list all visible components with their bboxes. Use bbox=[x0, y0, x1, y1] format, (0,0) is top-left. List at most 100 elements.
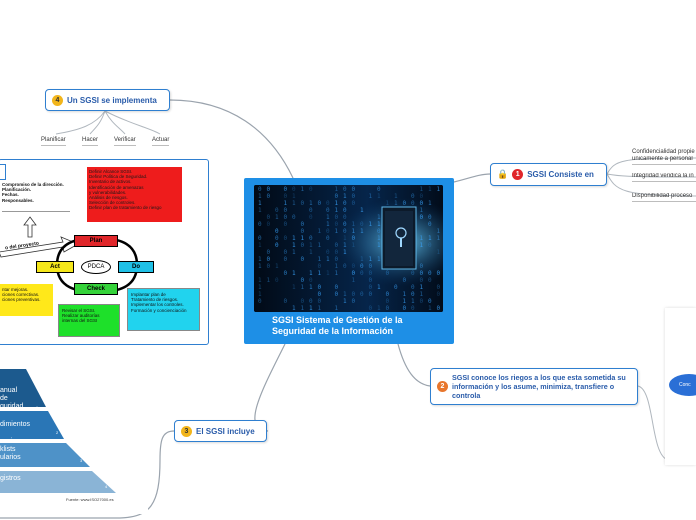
svg-text:1: 1 bbox=[437, 186, 441, 193]
svg-text:1: 1 bbox=[394, 200, 398, 207]
svg-text:0: 0 bbox=[284, 235, 288, 242]
svg-text:1: 1 bbox=[335, 263, 339, 270]
topic-consiste[interactable]: 🔒 1 SGSI Consiste en bbox=[490, 163, 607, 186]
svg-text:1: 1 bbox=[335, 270, 339, 277]
svg-text:1: 1 bbox=[411, 298, 415, 305]
svg-text:0: 0 bbox=[275, 242, 279, 249]
svg-text:0: 0 bbox=[369, 284, 373, 291]
svg-text:0: 0 bbox=[335, 291, 339, 298]
right-panel-image: Conc bbox=[665, 308, 696, 465]
svg-text:0: 0 bbox=[318, 263, 322, 270]
svg-text:1: 1 bbox=[420, 235, 424, 242]
svg-text:0: 0 bbox=[352, 298, 356, 305]
svg-text:1: 1 bbox=[437, 235, 441, 242]
svg-text:1: 1 bbox=[428, 186, 432, 193]
svg-text:0: 0 bbox=[403, 305, 407, 312]
svg-text:0: 0 bbox=[437, 305, 441, 312]
svg-text:1: 1 bbox=[326, 221, 330, 228]
svg-text:0: 0 bbox=[386, 270, 390, 277]
pdca-green-note: Revisar el SGSI. Realizar auditorías int… bbox=[58, 304, 120, 337]
svg-text:1: 1 bbox=[292, 305, 296, 312]
svg-text:0: 0 bbox=[360, 221, 364, 228]
svg-text:0: 0 bbox=[309, 298, 313, 305]
svg-text:0: 0 bbox=[326, 200, 330, 207]
svg-text:1: 1 bbox=[352, 221, 356, 228]
svg-text:0: 0 bbox=[309, 235, 313, 242]
svg-text:0: 0 bbox=[411, 291, 415, 298]
svg-text:0: 0 bbox=[360, 270, 364, 277]
svg-text:1: 1 bbox=[318, 256, 322, 263]
svg-text:0: 0 bbox=[352, 270, 356, 277]
svg-text:1: 1 bbox=[377, 305, 381, 312]
svg-text:0: 0 bbox=[420, 200, 424, 207]
pdca-red-note: Definir Alcance SGSI. Definir Política d… bbox=[87, 167, 182, 222]
svg-text:0: 0 bbox=[377, 186, 381, 193]
pyramid-num-4: 4 bbox=[105, 484, 108, 489]
topic-label: SGSI conoce los riegos a los que esta so… bbox=[452, 373, 626, 400]
subtopic-confidencialidad[interactable]: Confidencialidad propie bbox=[632, 149, 695, 155]
pdca-top-left-note: Compromiso de la dirección. Planificació… bbox=[2, 182, 64, 203]
topic-riesgos[interactable]: 2 SGSI conoce los riegos a los que esta … bbox=[430, 368, 638, 405]
svg-text:0: 0 bbox=[258, 235, 262, 242]
svg-text:0: 0 bbox=[343, 228, 347, 235]
pdca-cyan-note: Implantar plan de Tratamiento de riesgos… bbox=[127, 288, 200, 331]
pyramid-num-3: 3 bbox=[80, 458, 83, 463]
svg-text:1: 1 bbox=[420, 207, 424, 214]
subtopic-disponibilidad[interactable]: Disponibilidad proceso bbox=[632, 193, 696, 202]
subtopic-integridad[interactable]: Integridad veridica la in bbox=[632, 173, 696, 182]
central-title: SGSI Sistema de Gestión de la Seguridad … bbox=[272, 315, 403, 336]
svg-text:0: 0 bbox=[326, 228, 330, 235]
svg-text:1: 1 bbox=[343, 193, 347, 200]
subtopic-verificar[interactable]: Verificar bbox=[114, 137, 136, 146]
number-3-icon: 3 bbox=[181, 425, 192, 437]
svg-text:1: 1 bbox=[394, 193, 398, 200]
pdca-center: PDCA bbox=[81, 260, 111, 274]
svg-text:1: 1 bbox=[301, 186, 305, 193]
svg-text:1: 1 bbox=[258, 263, 262, 270]
subtopic-actuar[interactable]: Actuar bbox=[152, 137, 170, 146]
number-2-icon: 2 bbox=[437, 381, 448, 392]
link-t2-child bbox=[637, 385, 669, 461]
svg-text:0: 0 bbox=[267, 193, 271, 200]
svg-text:1: 1 bbox=[258, 277, 262, 284]
svg-text:0: 0 bbox=[326, 235, 330, 242]
svg-text:1: 1 bbox=[292, 235, 296, 242]
svg-text:0: 0 bbox=[267, 186, 271, 193]
svg-text:1: 1 bbox=[292, 242, 296, 249]
svg-text:1: 1 bbox=[258, 200, 262, 207]
topic-implementa[interactable]: 4 Un SGSI se implementa bbox=[45, 89, 170, 111]
svg-text:0: 0 bbox=[326, 207, 330, 214]
svg-text:0: 0 bbox=[428, 270, 432, 277]
subtopic-hacer[interactable]: Hacer bbox=[82, 137, 99, 146]
svg-text:0: 0 bbox=[403, 277, 407, 284]
project-arrow bbox=[0, 236, 79, 258]
svg-text:0: 0 bbox=[301, 221, 305, 228]
svg-text:1: 1 bbox=[335, 186, 339, 193]
svg-text:1: 1 bbox=[326, 214, 330, 221]
svg-text:0: 0 bbox=[292, 214, 296, 221]
svg-text:0: 0 bbox=[411, 270, 415, 277]
svg-text:0: 0 bbox=[301, 242, 305, 249]
svg-text:0: 0 bbox=[301, 200, 305, 207]
svg-text:1: 1 bbox=[377, 235, 381, 242]
svg-text:1: 1 bbox=[437, 228, 441, 235]
svg-text:0: 0 bbox=[360, 291, 364, 298]
svg-text:1: 1 bbox=[335, 200, 339, 207]
svg-text:0: 0 bbox=[267, 221, 271, 228]
svg-text:0: 0 bbox=[428, 214, 432, 221]
svg-text:1: 1 bbox=[284, 200, 288, 207]
svg-text:0: 0 bbox=[420, 193, 424, 200]
svg-text:1: 1 bbox=[258, 242, 262, 249]
svg-text:1: 1 bbox=[267, 277, 271, 284]
svg-text:0: 0 bbox=[335, 193, 339, 200]
svg-text:0: 0 bbox=[352, 263, 356, 270]
svg-text:0: 0 bbox=[411, 193, 415, 200]
subtopic-planificar[interactable]: Planificar bbox=[41, 137, 66, 146]
pyramid-level-2: dimientos bbox=[0, 421, 30, 428]
topic-incluye[interactable]: 3 El SGSI incluye bbox=[174, 420, 267, 442]
svg-text:1: 1 bbox=[309, 305, 313, 312]
svg-text:0: 0 bbox=[352, 200, 356, 207]
link-t1 bbox=[453, 173, 491, 183]
